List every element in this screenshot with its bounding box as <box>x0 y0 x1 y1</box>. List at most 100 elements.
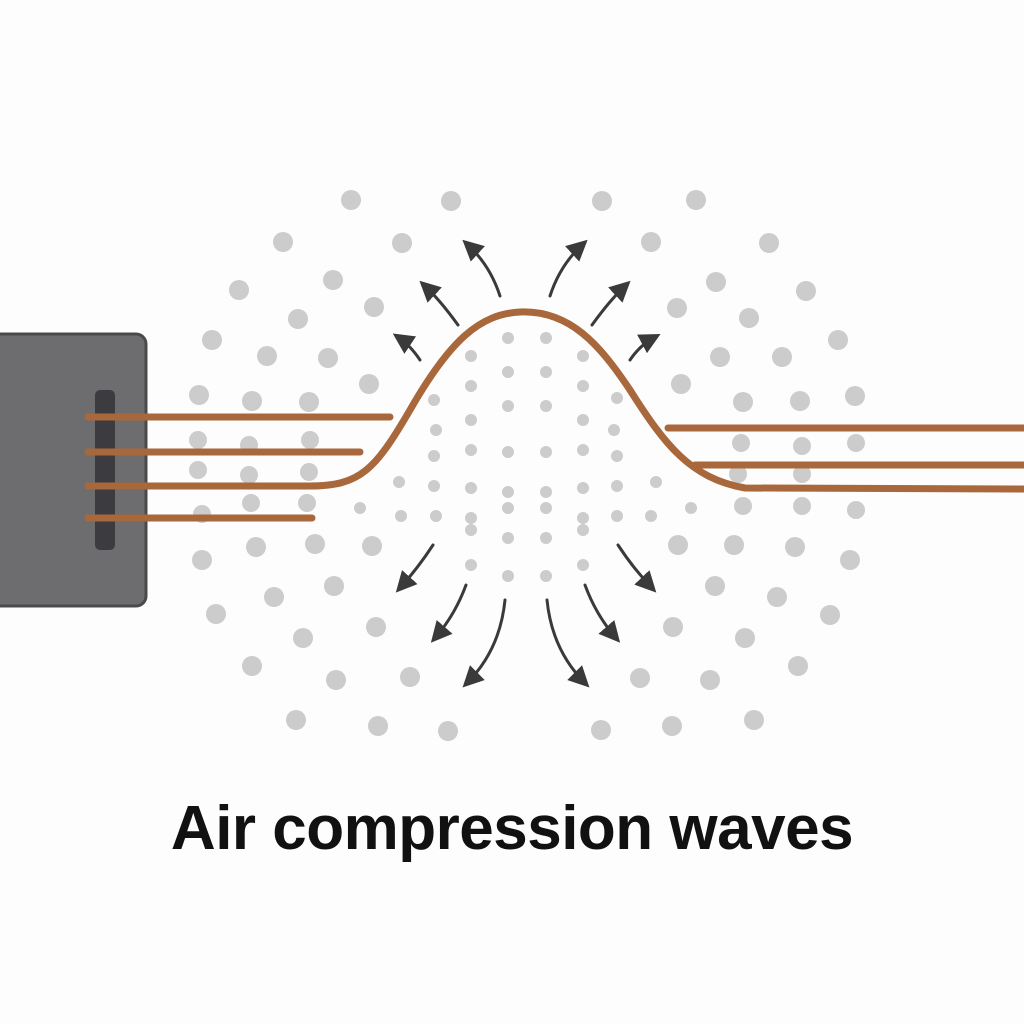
air-particle <box>441 191 461 211</box>
air-particle <box>502 332 514 344</box>
curved-arrow-icon <box>462 598 507 688</box>
air-particle <box>465 559 477 571</box>
air-particle <box>364 297 384 317</box>
air-particle <box>229 280 249 300</box>
air-particle <box>240 466 258 484</box>
air-particle <box>354 502 366 514</box>
air-particle <box>671 374 691 394</box>
curved-arrow-icon <box>419 280 460 327</box>
air-particle <box>368 716 388 736</box>
air-particle <box>362 536 382 556</box>
air-particle <box>324 576 344 596</box>
air-particle <box>645 510 657 522</box>
air-particle <box>577 482 589 494</box>
air-particle <box>577 350 589 362</box>
air-particle <box>293 628 313 648</box>
air-particle <box>326 670 346 690</box>
curved-arrow-icon <box>395 543 435 593</box>
air-particle <box>828 330 848 350</box>
air-particle <box>611 392 623 404</box>
air-particle <box>608 424 620 436</box>
air-particle <box>465 524 477 536</box>
air-particle <box>288 309 308 329</box>
device-body <box>0 332 148 608</box>
air-particle <box>206 604 226 624</box>
air-particle <box>366 617 386 637</box>
air-particle <box>706 272 726 292</box>
air-particle <box>286 710 306 730</box>
air-particle <box>591 720 611 740</box>
air-particle <box>323 270 343 290</box>
air-particle <box>840 550 860 570</box>
air-particle <box>847 501 865 519</box>
air-particle <box>502 400 514 412</box>
air-particle <box>189 431 207 449</box>
air-particle <box>392 233 412 253</box>
air-particle <box>264 587 284 607</box>
air-particle <box>796 281 816 301</box>
air-particle <box>767 587 787 607</box>
air-particle <box>540 366 552 378</box>
air-particle <box>577 512 589 524</box>
air-particle <box>611 510 623 522</box>
air-particle <box>662 716 682 736</box>
air-particle <box>540 502 552 514</box>
air-particle <box>502 532 514 544</box>
curved-arrow-icon <box>628 334 661 362</box>
air-particle <box>502 502 514 514</box>
air-particle <box>577 444 589 456</box>
air-particle <box>733 392 753 412</box>
curved-arrow-icon <box>430 583 468 643</box>
air-particle <box>847 434 865 452</box>
air-particle <box>246 537 266 557</box>
air-particle <box>430 424 442 436</box>
air-particle <box>341 190 361 210</box>
air-particle <box>735 628 755 648</box>
air-particle <box>577 559 589 571</box>
air-particle <box>189 385 209 405</box>
air-particle <box>502 366 514 378</box>
air-particle <box>301 431 319 449</box>
curved-arrow-icon <box>548 239 588 298</box>
air-particle <box>540 486 552 498</box>
air-particle <box>465 350 477 362</box>
air-particle <box>465 482 477 494</box>
air-particle <box>300 463 318 481</box>
curved-arrow-icon <box>545 598 590 688</box>
curved-arrow-icon <box>583 583 621 643</box>
air-particles <box>189 190 865 741</box>
air-particle <box>577 524 589 536</box>
air-particle <box>577 380 589 392</box>
air-particle <box>502 486 514 498</box>
air-particle <box>611 450 623 462</box>
air-particle <box>667 298 687 318</box>
air-particle <box>540 400 552 412</box>
air-particle <box>641 232 661 252</box>
air-particle <box>428 450 440 462</box>
curved-arrow-icon <box>392 333 422 362</box>
wave-line-3 <box>84 308 1024 493</box>
air-particle <box>318 348 338 368</box>
air-particle <box>759 233 779 253</box>
air-particle <box>400 667 420 687</box>
air-particle <box>465 512 477 524</box>
air-particle <box>724 535 744 555</box>
air-particle <box>630 668 650 688</box>
air-particle <box>438 721 458 741</box>
air-particle <box>540 532 552 544</box>
air-particle <box>729 465 747 483</box>
wave-lines <box>84 308 1024 522</box>
air-particle <box>788 656 808 676</box>
air-particle <box>202 330 222 350</box>
air-particle <box>793 437 811 455</box>
air-particle <box>663 617 683 637</box>
air-particle <box>465 414 477 426</box>
air-particle <box>465 380 477 392</box>
air-particle <box>189 461 207 479</box>
device-slot <box>95 390 115 550</box>
air-particle <box>257 346 277 366</box>
air-particle <box>700 670 720 690</box>
air-particle <box>540 332 552 344</box>
air-particle <box>820 605 840 625</box>
air-particle <box>192 550 212 570</box>
